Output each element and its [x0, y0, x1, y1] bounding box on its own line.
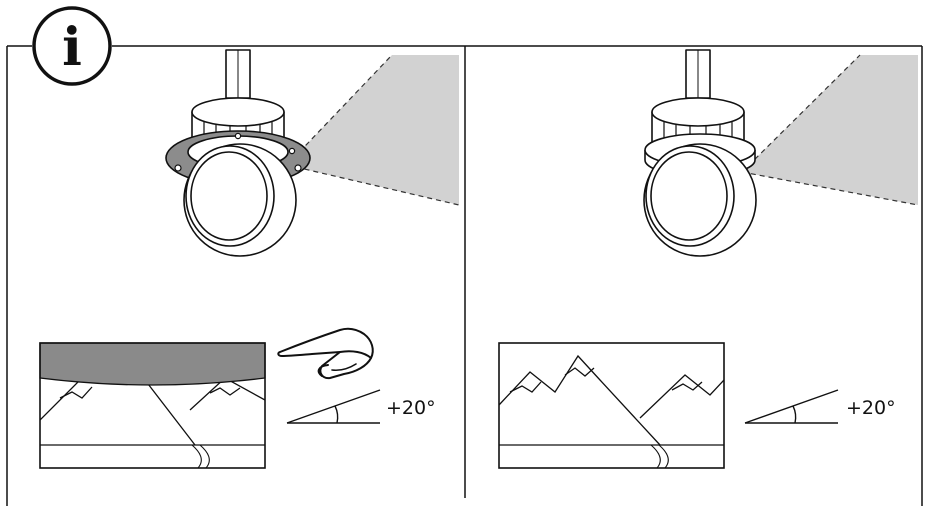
info-badge: i — [32, 6, 112, 86]
diagram-frame — [6, 45, 923, 506]
tilt-angle-label-left: +20° — [386, 397, 436, 419]
dome-camera-without-trim-ring — [643, 49, 757, 257]
tilt-angle-label-right: +20° — [846, 397, 896, 419]
info-icon — [32, 6, 112, 86]
camera-view-obstructed — [39, 342, 266, 469]
panel-with-trim-ring: +20° — [39, 49, 460, 469]
tilt-angle-indicator-left — [286, 389, 381, 424]
pointing-hand-icon — [277, 327, 374, 380]
panel-without-trim-ring: +20° — [498, 49, 919, 469]
field-of-view-right — [742, 55, 918, 205]
trim-ring-obstruction — [39, 342, 266, 386]
field-of-view-left — [287, 55, 459, 205]
tilt-angle-indicator-right — [744, 389, 839, 424]
info-symbol: i — [62, 17, 82, 78]
dome-camera-with-trim-ring — [165, 49, 311, 257]
camera-view-clear — [498, 342, 725, 469]
